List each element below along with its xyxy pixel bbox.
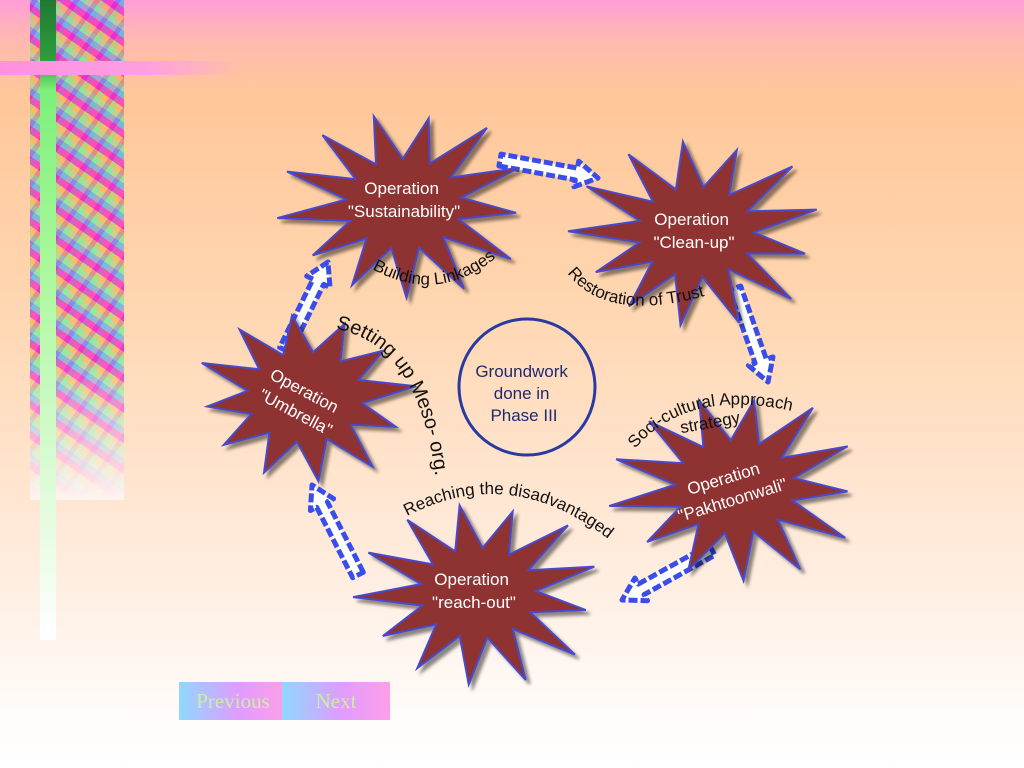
arrow-to-clean-up: [496, 151, 601, 190]
operation-stars: [201, 112, 849, 688]
center-label: Groundwork done in Phase III: [475, 362, 572, 425]
center-label-line-2: done in: [494, 384, 550, 403]
center-circle: [457, 317, 597, 457]
center-label-line-1: Groundwork: [475, 362, 568, 381]
decorative-vertical-bar: [40, 0, 56, 640]
operation-reach-out-label: Operation "reach-out": [432, 570, 516, 612]
operation-reach-out-star: [352, 502, 595, 688]
operation-sustainability-label: Operation "Sustainability": [348, 179, 460, 221]
decorative-horizontal-bar: [0, 61, 240, 75]
next-button[interactable]: Next: [282, 682, 390, 720]
operation-pakhtoonwali-star: [608, 397, 849, 585]
operation-clean-up-label: Operation "Clean-up": [653, 210, 734, 252]
previous-button[interactable]: Previous: [179, 682, 287, 720]
arrow-to-pakhtoonwali: [726, 283, 776, 385]
arrow-to-umbrella: [307, 482, 366, 581]
operation-sustainability-star: [277, 112, 520, 302]
center-label-line-3: Phase III: [490, 406, 557, 425]
operation-umbrella-star: [201, 312, 417, 485]
operation-clean-up-star: [567, 138, 818, 329]
